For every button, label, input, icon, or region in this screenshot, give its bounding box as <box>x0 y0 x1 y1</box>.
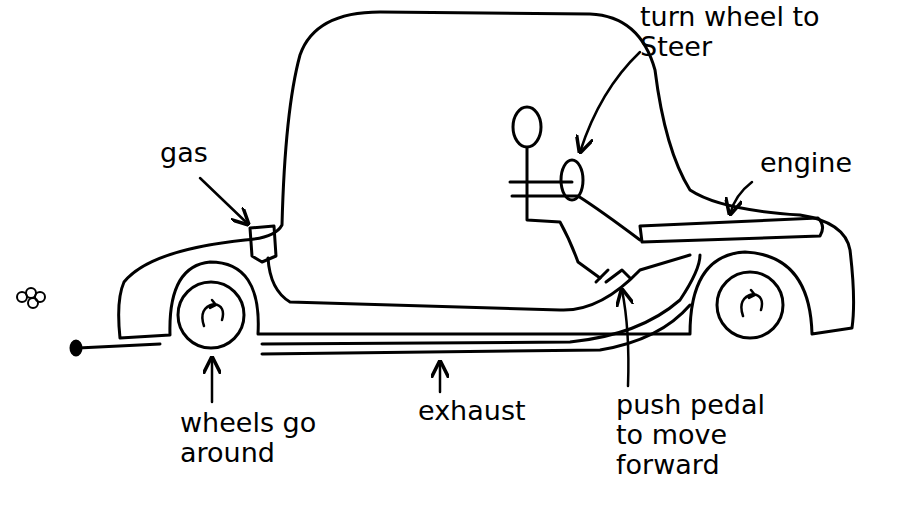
callout-label: push pedal to move forward <box>616 390 791 481</box>
callout-label: gas <box>160 138 250 168</box>
car-body <box>119 12 854 338</box>
engine-block <box>640 218 823 242</box>
front-wheel <box>717 272 783 338</box>
pedal <box>596 270 630 282</box>
callout-label: exhaust <box>418 396 588 426</box>
exhaust-pipe <box>78 255 700 348</box>
callout-label: engine <box>760 148 890 178</box>
driver-body <box>510 148 640 278</box>
floor-line <box>268 255 690 310</box>
leader-arrows <box>200 52 752 402</box>
rear-wheel <box>178 282 244 348</box>
callout-label: turn wheel to Steer <box>640 2 855 62</box>
gas-cap <box>250 226 276 262</box>
tailpipe <box>71 341 81 355</box>
rear-wheel-arrow <box>202 300 223 326</box>
steering-wheel <box>561 160 583 200</box>
driver-head <box>513 107 541 147</box>
exhaust-puffs <box>17 288 45 308</box>
front-wheel-arrow <box>741 290 762 316</box>
callout-label: wheels go around <box>180 408 350 468</box>
